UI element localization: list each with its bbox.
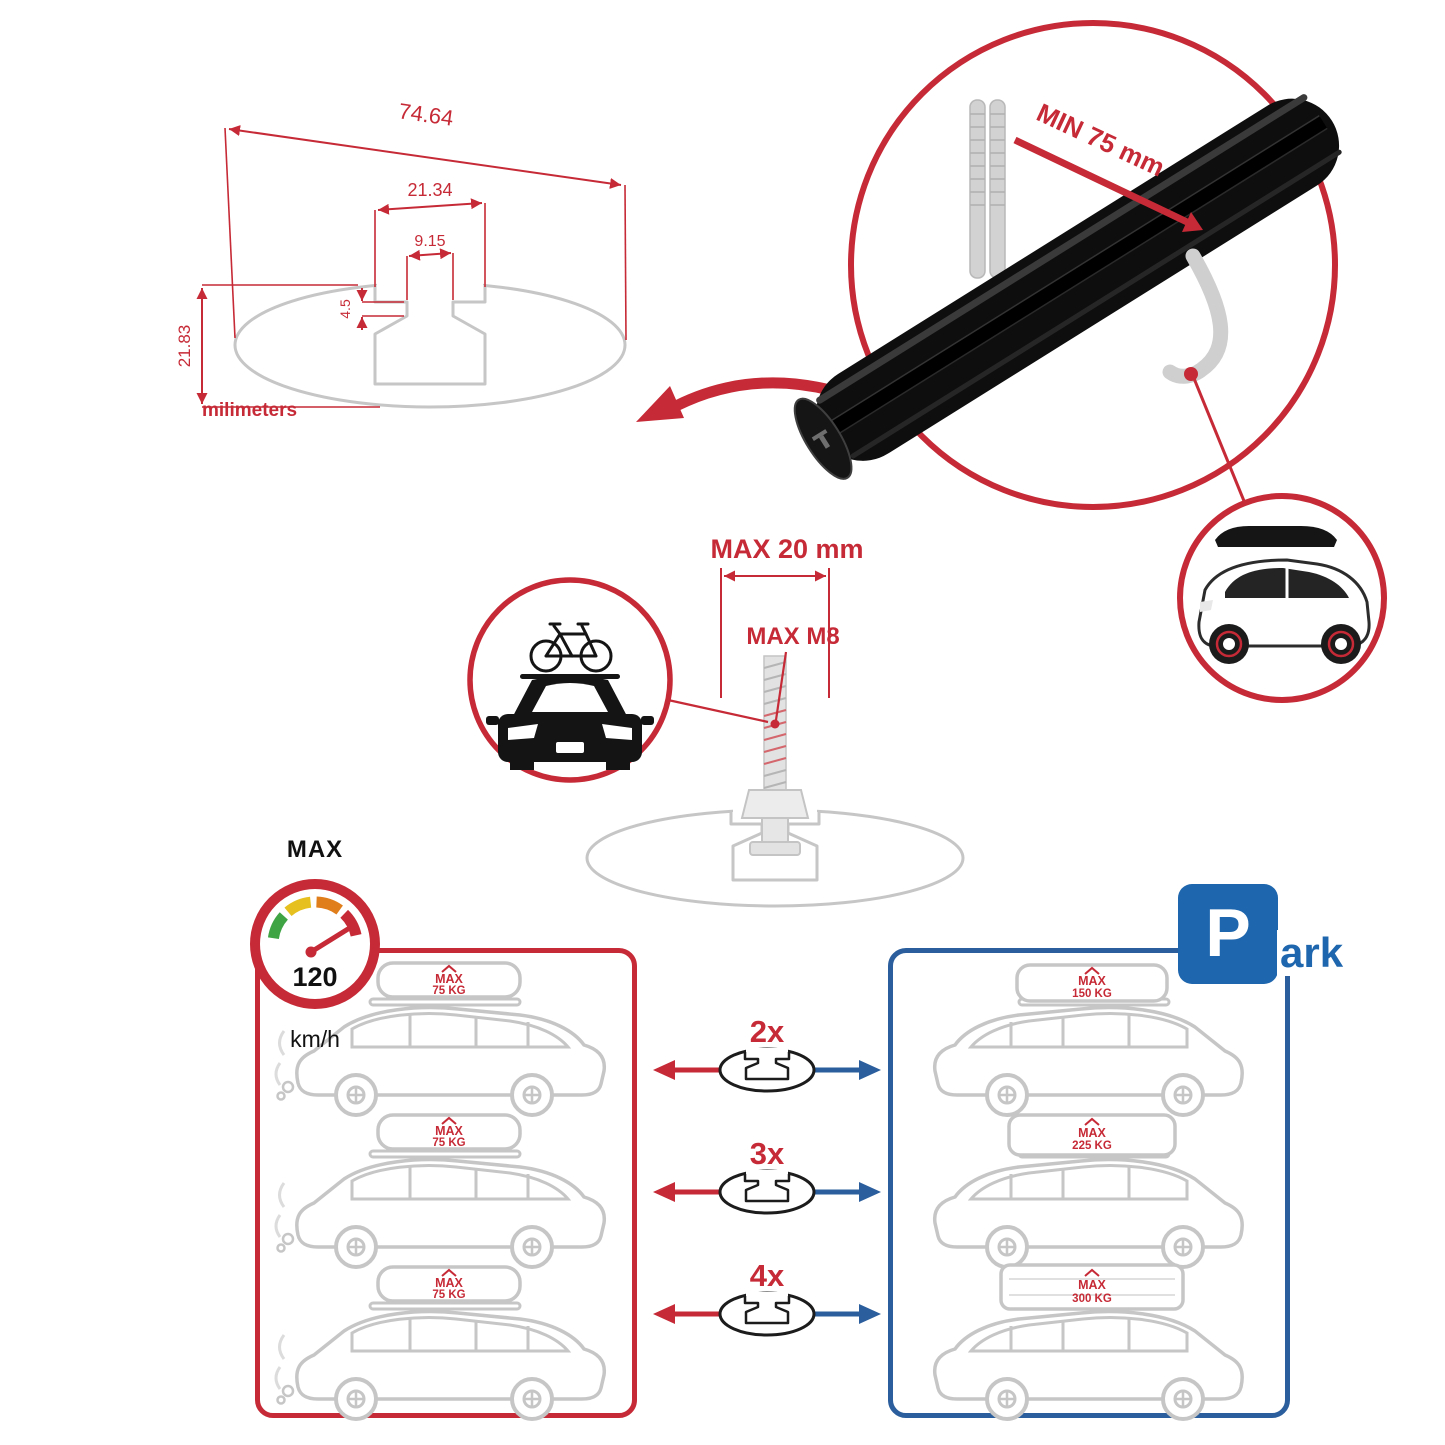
load-max-label: MAX (435, 1276, 463, 1290)
speed-max-heading: MAX (286, 836, 344, 863)
max-length-label: MAX 20 mm (710, 534, 863, 564)
load-weight: 75 KG (432, 1137, 465, 1149)
load-max-label: MAX (435, 1124, 463, 1138)
thread-leader-dot (770, 719, 780, 729)
dim-total-width: 74.64 (224, 98, 627, 341)
single-bar-row-3: MAX 75 KG (274, 1265, 607, 1421)
multi-bar-row-1: MAX 150 KG (932, 963, 1245, 1117)
parking-sign-suffix: ark (1277, 929, 1347, 977)
suv-icon (932, 1149, 1245, 1269)
lead-arrowhead-icon (636, 386, 684, 422)
min-grip-arrow (1013, 136, 1189, 226)
dim-total-width-label: 74.64 (397, 98, 455, 130)
multiplier-3x: 3x (750, 1136, 785, 1171)
suv-icon (294, 1149, 607, 1269)
load-weight: 300 KG (1072, 1293, 1112, 1305)
multiplier-4x: 4x (750, 1258, 785, 1293)
crossbar-3d-icon (793, 94, 1342, 480)
max-thread-label: MAX M8 (746, 623, 839, 650)
multiplier-arrows: 2x 3x 4x (645, 1014, 890, 1358)
single-bar-row-1: MAX 75 KG (274, 961, 607, 1117)
roof-basket-icon: MAX 300 KG (999, 1263, 1185, 1311)
cargo-bag-icon: MAX 75 KG (376, 961, 522, 999)
suv-icon (932, 997, 1245, 1117)
u-bolt-lower-icon (1162, 248, 1229, 384)
car-front-icon (486, 674, 654, 770)
load-weight: 75 KG (432, 985, 465, 997)
dim-lip-depth-label: 4.5 (337, 299, 353, 319)
multi-bar-cars: MAX 150 KG MAX 225 KG (932, 963, 1245, 1421)
multiplier-2x: 2x (750, 1014, 785, 1049)
parking-sign-icon: P (1178, 884, 1278, 984)
crossbar-profile-icon (653, 1048, 881, 1091)
load-weight: 225 KG (1072, 1140, 1112, 1152)
exhaust-smoke-icon (274, 1181, 295, 1253)
speed-limit-block: MAX 120 km/h (233, 836, 397, 1068)
multi-bar-row-3: MAX 300 KG (932, 1263, 1245, 1421)
dim-total-height: 21.83 (175, 284, 380, 408)
multi-bar-load-panel: MAX 150 KG MAX 225 KG (888, 948, 1290, 1421)
single-bar-row-2: MAX 75 KG (274, 1113, 607, 1269)
min-grip-label: MIN 75 mm (1032, 97, 1169, 182)
dim-slot-inner-width: 9.15 (406, 233, 454, 300)
roof-box-icon: MAX 225 KG (1007, 1113, 1177, 1157)
cargo-bag-icon: MAX 75 KG (376, 1113, 522, 1151)
profile-dimension-diagram: 74.64 21.34 9.15 4.5 (175, 98, 627, 421)
suv-icon (294, 1301, 607, 1421)
parking-sign: P ark (1178, 884, 1358, 992)
dim-max-length: MAX 20 mm (710, 534, 864, 698)
crossbar-profile-icon (653, 1170, 881, 1213)
crossbar-profile-icon (653, 1292, 881, 1335)
dim-slot-outer-label: 21.34 (407, 180, 452, 200)
single-bar-load-panel: MAX 75 KG MAX 75 KG (255, 948, 637, 1421)
callout-line (1191, 375, 1246, 502)
roof-box-icon: MAX 150 KG (1015, 963, 1169, 1003)
single-bar-cars: MAX 75 KG MAX 75 KG (274, 961, 607, 1421)
speedometer-icon: 120 (250, 879, 380, 1009)
lead-arrow-icon (670, 377, 836, 412)
load-weight: 150 KG (1072, 988, 1112, 1000)
callout-line (667, 698, 769, 724)
load-max-label: MAX (1078, 974, 1106, 988)
u-bolt-icon (969, 99, 1006, 279)
suv-icon (932, 1301, 1245, 1421)
bolt-diagram: MAX 20 mm MAX M8 (467, 534, 965, 908)
load-weight: 75 KG (432, 1289, 465, 1301)
crossbar-render: MIN 75 mm (793, 20, 1387, 703)
load-max-label: MAX (1078, 1126, 1106, 1140)
lead-arrow (636, 377, 836, 422)
clamp-point-dot (1184, 367, 1198, 381)
dim-slot-inner-label: 9.15 (414, 233, 445, 250)
min-grip-arrowhead-icon (1182, 212, 1203, 232)
exhaust-smoke-icon (274, 1333, 295, 1405)
multi-bar-row-2: MAX 225 KG (932, 1113, 1245, 1269)
zoom-circle (848, 20, 1338, 510)
speed-unit: km/h (290, 1026, 340, 1052)
thread-leader-line (774, 651, 788, 721)
units-label: milimeters (202, 400, 297, 421)
dim-lip-depth: 4.5 (337, 288, 404, 330)
dim-slot-outer-width: 21.34 (374, 180, 486, 287)
dim-total-height-label: 21.83 (175, 325, 194, 368)
cargo-bag-icon: MAX 75 KG (376, 1265, 522, 1303)
suv-roofbox-icon (1197, 526, 1371, 664)
load-max-label: MAX (435, 972, 463, 986)
profile-opening-mask (377, 277, 483, 286)
crossbar-profile-channel (373, 285, 487, 386)
load-max-label: MAX (1078, 1278, 1106, 1292)
speed-value: 120 (292, 962, 337, 992)
bike-icon (529, 622, 613, 673)
